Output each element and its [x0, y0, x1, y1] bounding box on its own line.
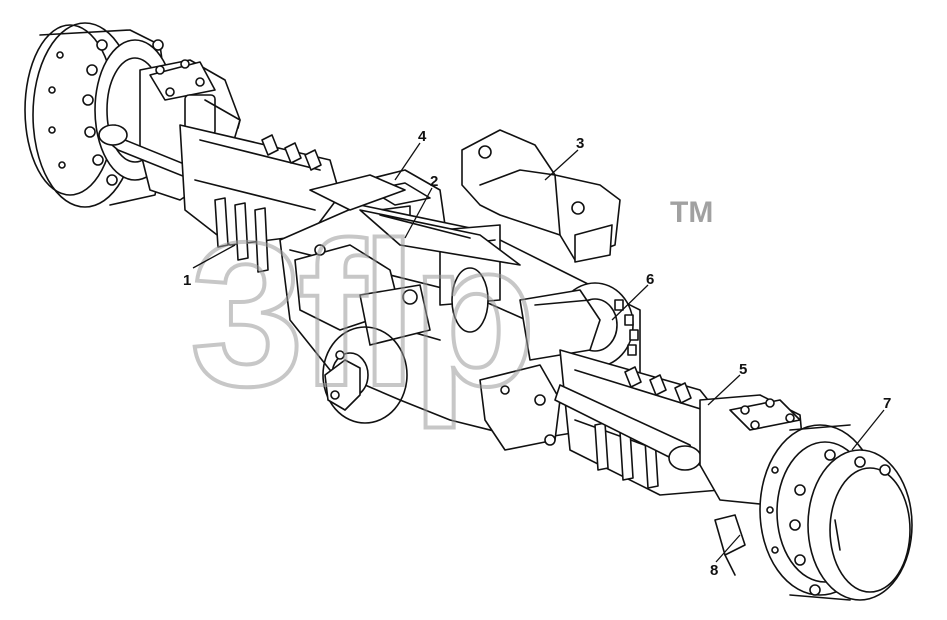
right-housing-ribs — [594, 366, 692, 489]
leader-5 — [707, 374, 741, 406]
leader-2 — [404, 187, 433, 239]
callout-6: 6 — [646, 271, 654, 288]
callout-7: 7 — [883, 395, 891, 412]
leader-7 — [851, 409, 885, 451]
right-tie-rod — [554, 384, 702, 471]
callout-8: 8 — [710, 562, 718, 579]
left-housing-ribs — [214, 134, 322, 273]
leader-4 — [394, 142, 421, 181]
rear-cover — [479, 364, 561, 451]
leader-8 — [715, 534, 741, 563]
left-axle-housing — [179, 124, 341, 273]
callout-1: 1 — [183, 272, 191, 289]
mounting-bracket-rear — [461, 129, 621, 263]
callouts: 1 2 3 4 5 6 7 8 — [183, 128, 891, 579]
input-flange — [322, 326, 408, 424]
leader-6 — [611, 284, 649, 321]
brake-fitting — [714, 514, 746, 576]
watermark-trademark: TM — [670, 196, 713, 229]
watermark-text: 3flp — [190, 200, 530, 429]
leader-3 — [544, 149, 579, 181]
center-actuator — [309, 174, 521, 266]
callout-3: 3 — [576, 135, 584, 152]
callout-4: 4 — [418, 128, 427, 145]
callout-leaders — [192, 142, 885, 563]
right-hub-studs — [766, 449, 891, 596]
right-wheel-hub — [759, 424, 913, 601]
right-gear-assembly — [519, 282, 639, 368]
leader-1 — [192, 244, 236, 269]
watermark: 3flp TM — [188, 196, 713, 431]
callout-2: 2 — [430, 173, 438, 190]
left-hub-studs — [48, 39, 174, 186]
gear-teeth — [614, 299, 639, 356]
callout-5: 5 — [739, 361, 747, 378]
